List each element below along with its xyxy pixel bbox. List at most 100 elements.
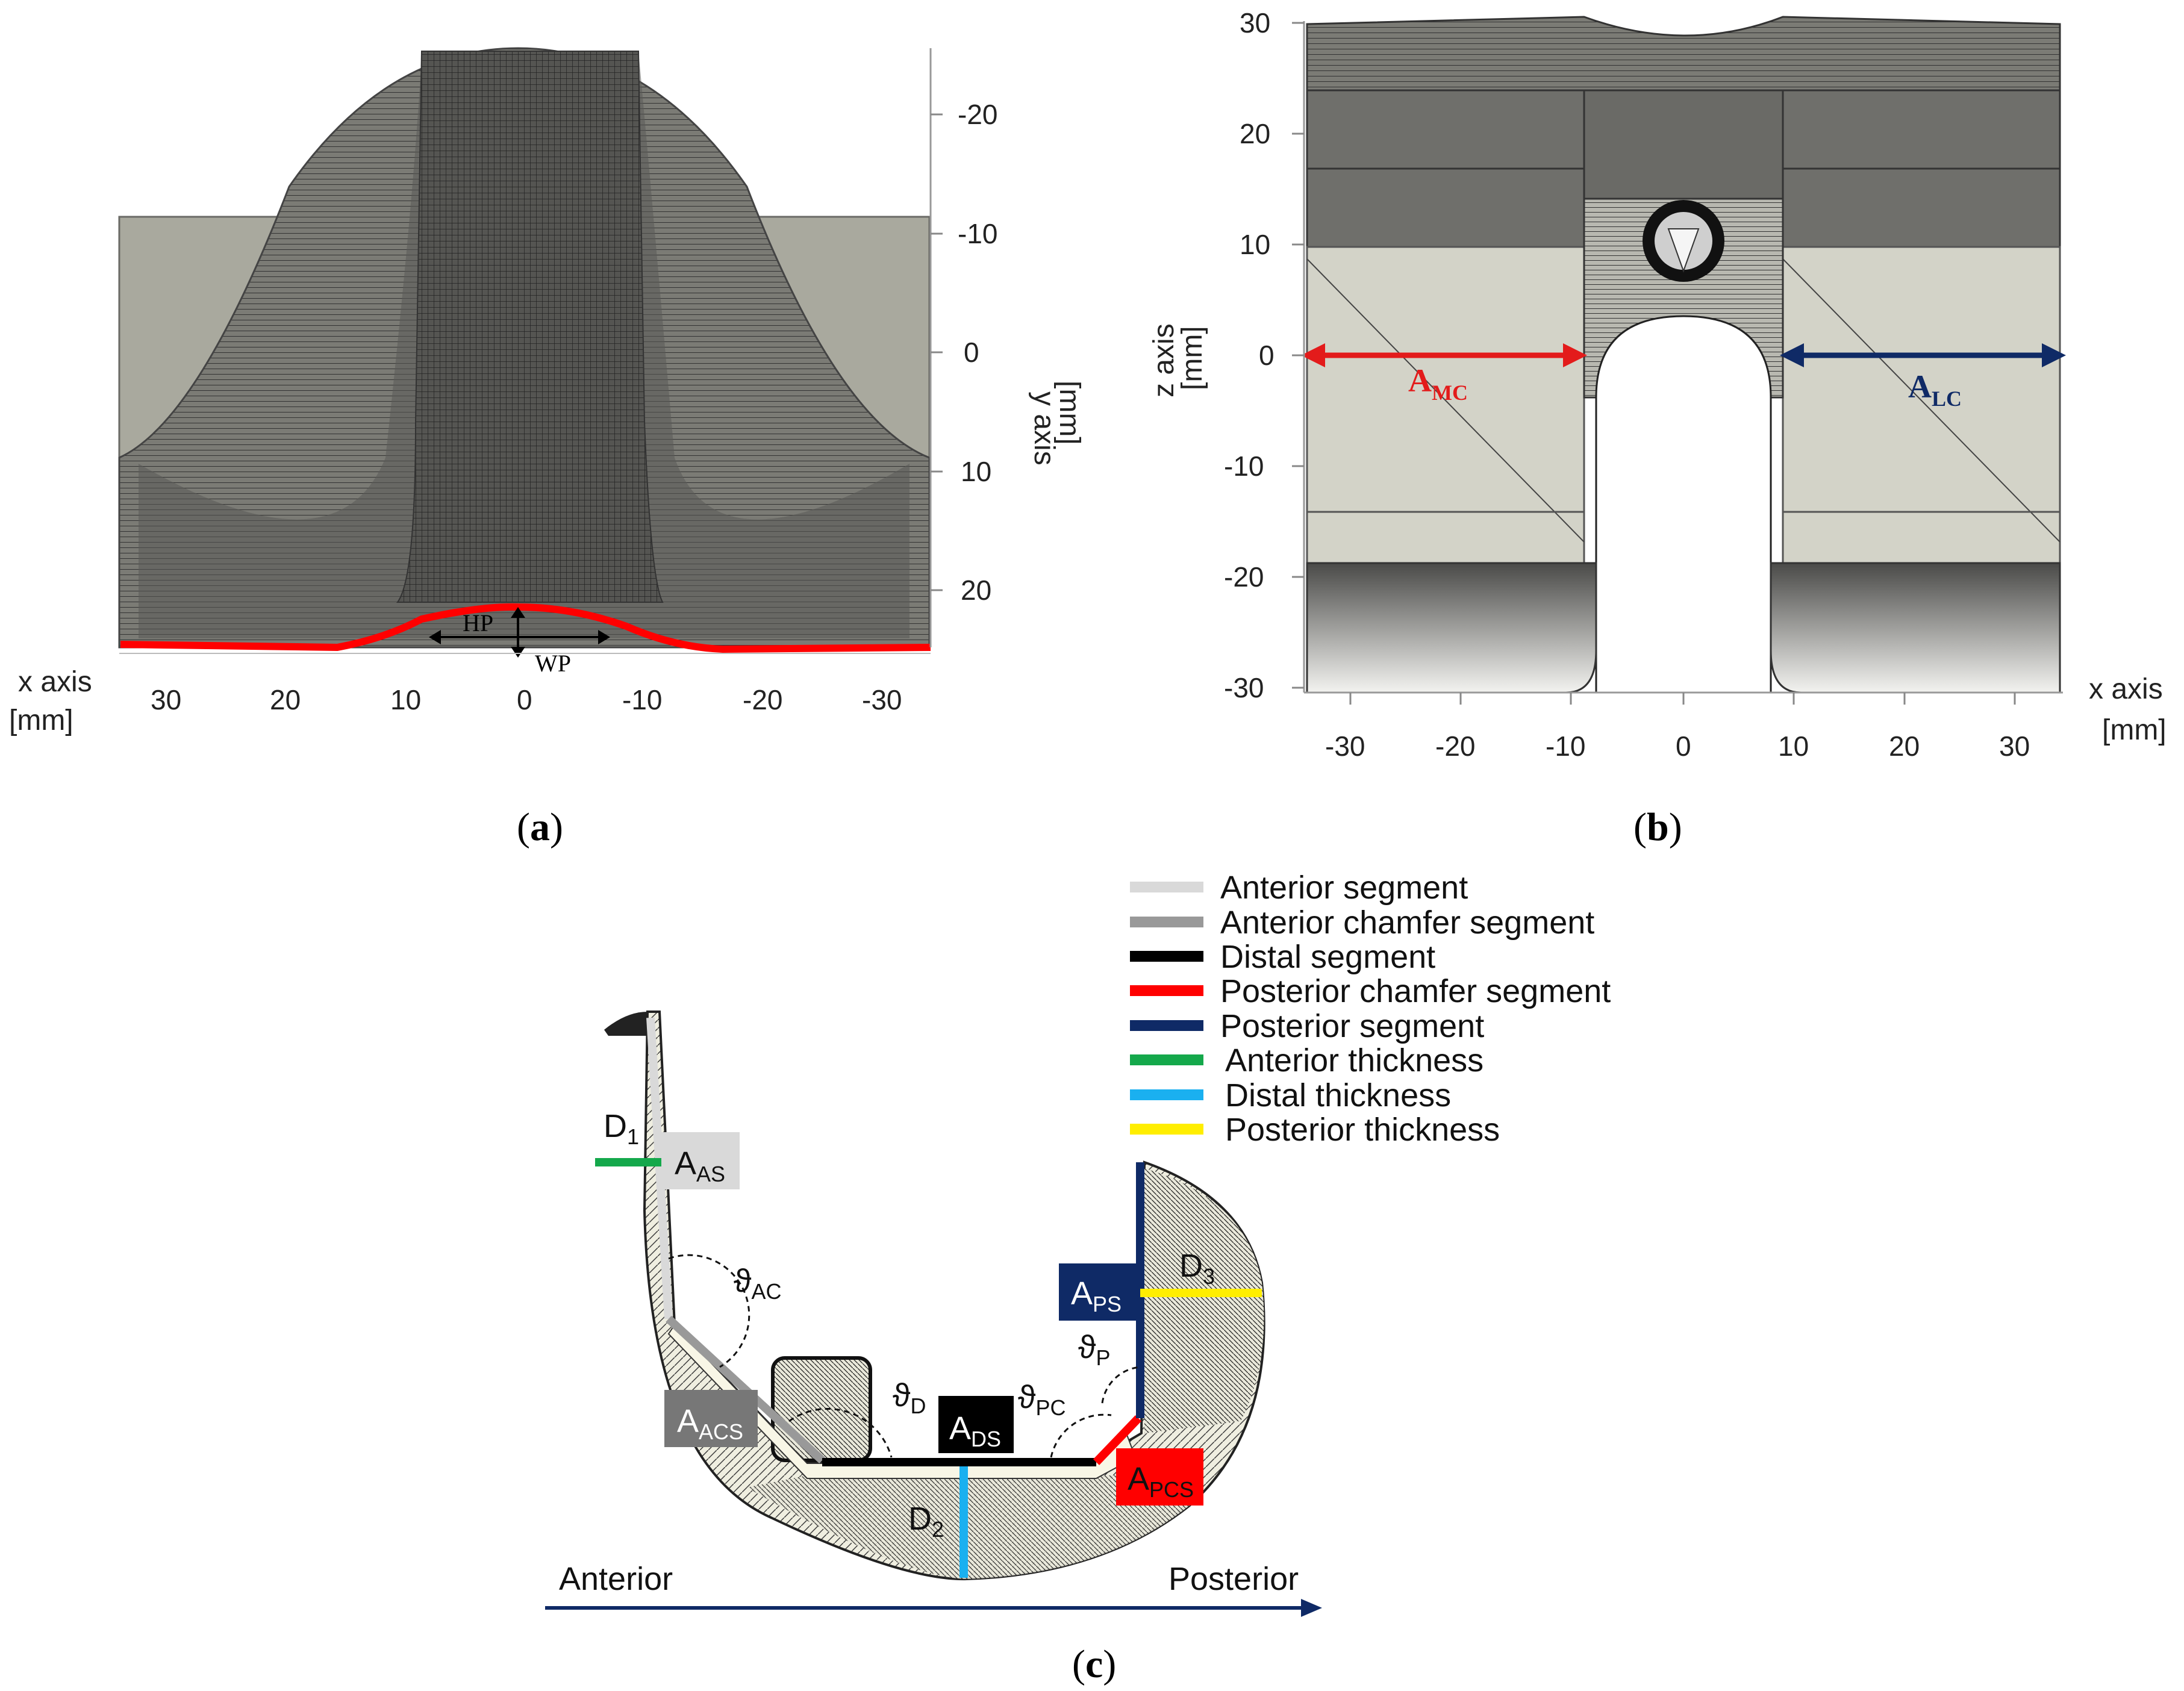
anterior-posterior-arrow-head <box>1301 1599 1322 1617</box>
theta-d-arc <box>788 1407 893 1458</box>
amc-arrow-head-left <box>1301 343 1325 367</box>
panel-b-z-tick: -20 <box>1224 561 1264 593</box>
panel-b-diagonal <box>1306 258 1585 543</box>
panel-b-x-tick: -20 <box>1435 730 1475 762</box>
panel-b-peg-cone <box>1667 228 1700 273</box>
theta-ac-arc <box>668 1254 750 1368</box>
theta-p-label: ϑP <box>1078 1329 1111 1370</box>
panel-b-x-tick: 0 <box>1676 730 1691 762</box>
amc-arrow-head-right <box>1563 343 1587 367</box>
panel-a-y-axis-unit: [mm] <box>1053 381 1085 445</box>
panel-b-z-axis-unit: [mm] <box>1176 326 1208 390</box>
panel-a-x-axis-label: x axis <box>18 666 92 698</box>
anterior-chamfer-segment <box>666 1315 825 1464</box>
panel-a-x-tick: -20 <box>743 684 782 715</box>
panel-b-center-block <box>1583 89 1784 200</box>
panel-b-medial-condyle <box>1306 562 1597 694</box>
aps-label: APS <box>1071 1275 1122 1316</box>
d1-label: D1 <box>604 1108 639 1149</box>
d2-label: D2 <box>908 1501 944 1542</box>
legend-label: Distal segment <box>1220 939 1435 975</box>
aacs-label: AACS <box>677 1403 743 1444</box>
panel-b-z-tick: 0 <box>1259 340 1275 371</box>
panel-c: Anterior segment Anterior chamfer segmen… <box>545 870 1611 1686</box>
panel-a-y-tick: 20 <box>961 575 991 606</box>
apcs-label: APCS <box>1128 1461 1194 1502</box>
panel-a-y-tick: -20 <box>958 99 997 130</box>
ads-box <box>938 1396 1014 1453</box>
panel-b-diagonal <box>1782 258 2061 543</box>
legend-label: Posterior chamfer segment <box>1220 973 1611 1009</box>
panel-b-z-ticks <box>1292 22 1304 689</box>
panel-b: AMC ALC 30 20 10 0 -10 -20 -30 z axis [m… <box>1148 7 2167 849</box>
panel-a-y-tick: 0 <box>964 337 979 368</box>
ads-label: ADS <box>949 1410 1001 1451</box>
theta-p-arc <box>1101 1366 1141 1404</box>
wp-label: WP <box>535 650 571 677</box>
panel-b-caption: (b) <box>1633 805 1682 849</box>
panel-a: HP WP -20 -10 0 10 20 y axis [mm] 30 20 … <box>9 47 1085 849</box>
panel-b-x-ticks <box>1349 693 2016 705</box>
panel-b-z-tick: 10 <box>1240 229 1270 260</box>
panel-b-notch-opening <box>1595 315 1772 694</box>
panel-a-x-tick: 0 <box>517 684 532 715</box>
panel-b-z-tick: 30 <box>1240 7 1270 39</box>
hp-arrow-head-top <box>511 607 525 618</box>
theta-pc-arc <box>1050 1413 1112 1458</box>
panel-b-lateral-condyle <box>1770 562 2061 694</box>
panel-a-caption: (a) <box>517 805 563 849</box>
anterior-segment <box>646 1017 673 1319</box>
legend-label: Posterior segment <box>1220 1008 1484 1044</box>
panel-b-lateral-panel <box>1782 246 2061 564</box>
panel-b-x-tick: 30 <box>1999 730 2030 762</box>
panel-b-x-tick: 20 <box>1889 730 1920 762</box>
panel-b-x-tick: 10 <box>1778 730 1809 762</box>
alc-arrow-head-right <box>2042 343 2066 367</box>
theta-ac-label: ϑAC <box>734 1263 782 1304</box>
panel-a-profile-curve <box>120 603 931 653</box>
posterior-label: Posterior <box>1168 1561 1299 1597</box>
alc-arrow-head-left <box>1780 343 1804 367</box>
legend-label: Posterior thickness <box>1225 1112 1500 1148</box>
aas-box <box>661 1132 740 1189</box>
panel-a-x-tick: 20 <box>270 684 301 715</box>
aas-label: AAS <box>675 1145 725 1186</box>
anterior-label: Anterior <box>559 1561 673 1597</box>
hp-arrow-head-bottom <box>511 647 525 658</box>
panel-a-x-tick: 10 <box>390 684 421 715</box>
wp-arrow-head-left <box>429 630 441 644</box>
panel-b-medial-panel <box>1306 246 1585 564</box>
panel-a-x-tick: -30 <box>862 684 902 715</box>
aps-box <box>1059 1263 1137 1321</box>
hp-label: HP <box>463 609 493 637</box>
panel-b-x-tick: -10 <box>1546 730 1585 762</box>
panel-b-z-tick: 20 <box>1240 118 1270 149</box>
legend-label: Anterior segment <box>1220 870 1468 906</box>
aacs-box <box>664 1390 758 1447</box>
panel-b-z-axis-label: z axis <box>1148 323 1180 397</box>
panel-b-x-tick: -30 <box>1325 730 1365 762</box>
panel-b-z-tick: -30 <box>1224 672 1264 703</box>
d3-label: D3 <box>1179 1248 1215 1289</box>
panel-b-x-axis-label: x axis <box>2089 673 2163 705</box>
panel-b-x-axis-unit: [mm] <box>2102 714 2167 746</box>
amc-label: AMC <box>1408 363 1468 405</box>
legend-label: Anterior chamfer segment <box>1220 905 1594 941</box>
alc-label: ALC <box>1908 369 1962 411</box>
panel-a-y-ticks <box>931 113 943 591</box>
panel-b-z-tick: -10 <box>1224 450 1264 482</box>
apcs-box <box>1116 1448 1203 1506</box>
legend: Anterior segment Anterior chamfer segmen… <box>1130 870 1611 1148</box>
posterior-chamfer-segment <box>1093 1415 1142 1465</box>
panel-a-y-axis-label: y axis <box>1028 391 1060 466</box>
theta-pc-label: ϑPC <box>1018 1379 1066 1420</box>
panel-a-x-tick: 30 <box>151 684 181 715</box>
legend-label: Distal thickness <box>1225 1077 1451 1113</box>
panel-c-distal-fan <box>747 1475 1190 1579</box>
panel-c-anterior-cap <box>604 1012 651 1036</box>
panel-a-x-axis-unit: [mm] <box>9 705 73 737</box>
panel-a-x-tick: -10 <box>622 684 662 715</box>
panel-c-caption: (c) <box>1072 1642 1116 1686</box>
wp-arrow-head-right <box>598 630 610 644</box>
